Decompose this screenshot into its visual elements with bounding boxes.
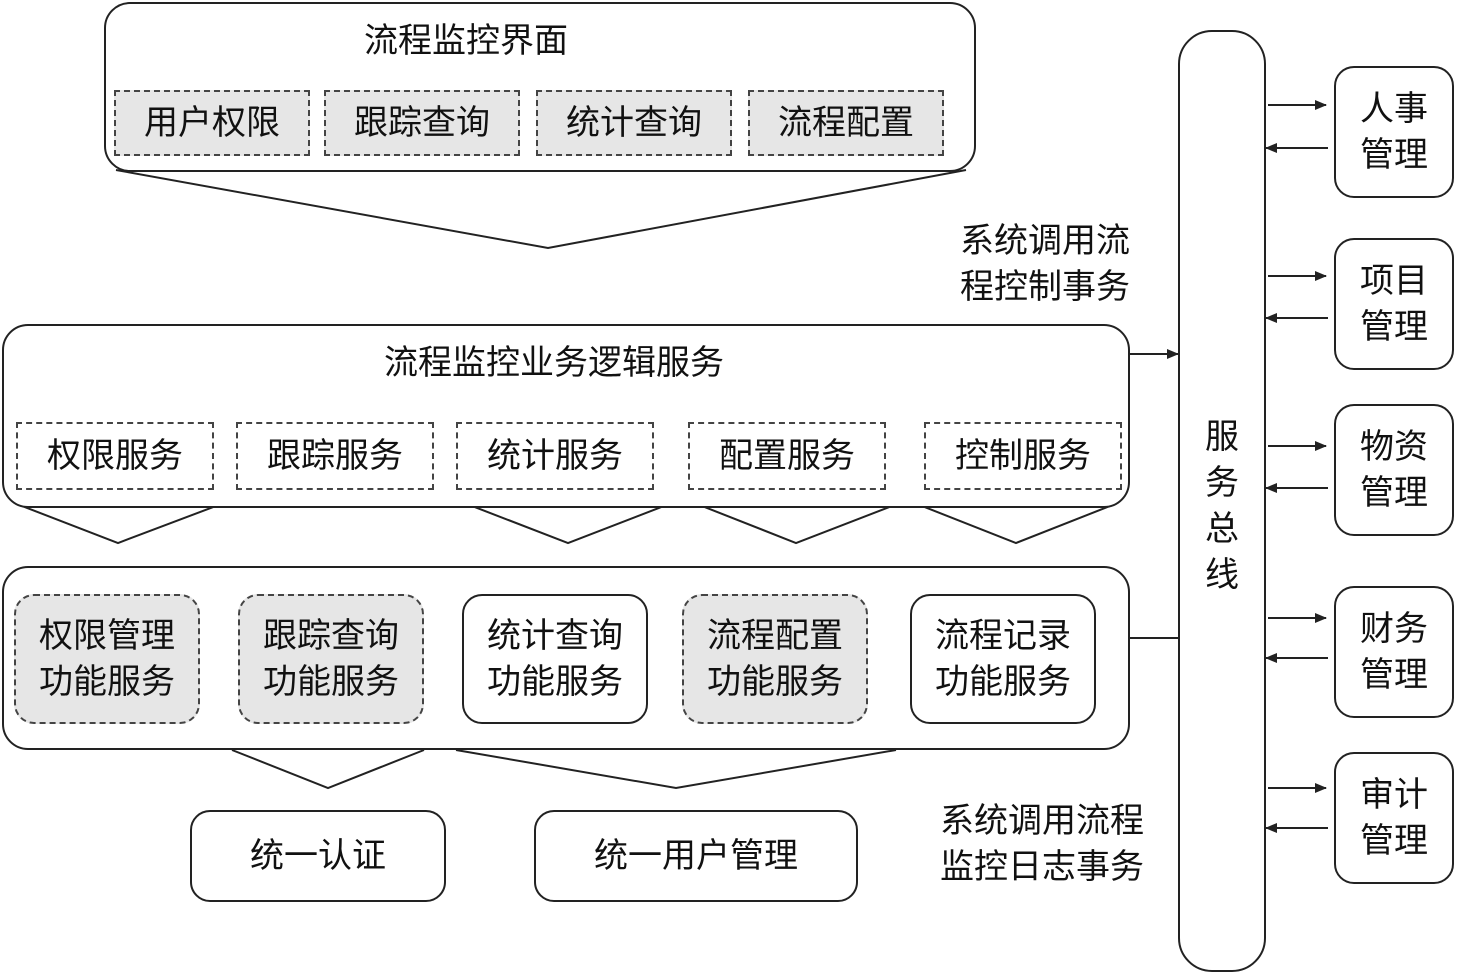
- logic-layer-title: 流程监控业务逻辑服务: [384, 343, 724, 383]
- system-finance: 财务 管理: [1334, 586, 1454, 718]
- system-project: 项目 管理: [1334, 238, 1454, 370]
- funnel-logic-1: [21, 505, 217, 545]
- func-item-tracking-query: 跟踪查询 功能服务: [238, 594, 424, 724]
- logic-item-config: 配置服务: [688, 422, 886, 490]
- funnel-logic-2: [471, 505, 665, 545]
- ui-layer-title: 流程监控界面: [364, 21, 568, 61]
- funnel-logic-3: [701, 505, 893, 545]
- annotation-flow-control: 系统调用流 程控制事务: [960, 221, 1130, 307]
- system-materials: 物资 管理: [1334, 404, 1454, 536]
- system-hr: 人事 管理: [1334, 66, 1454, 198]
- ui-item-process-config: 流程配置: [748, 90, 944, 156]
- funnel-func-1: [231, 749, 425, 790]
- logic-item-statistics: 统计服务: [456, 422, 654, 490]
- logic-item-tracking: 跟踪服务: [236, 422, 434, 490]
- ui-item-tracking-query: 跟踪查询: [324, 90, 520, 156]
- funnel-ui: [115, 169, 967, 250]
- ui-layer: 流程监控界面 用户权限 跟踪查询 统计查询 流程配置: [104, 2, 976, 172]
- func-item-statistics-query: 统计查询 功能服务: [462, 594, 648, 724]
- service-bus: 服 务 总 线: [1178, 30, 1266, 972]
- logic-item-permission: 权限服务: [16, 422, 214, 490]
- annotation-monitor-log: 系统调用流程 监控日志事务: [940, 801, 1144, 887]
- funnel-func-2: [455, 749, 897, 790]
- func-item-permission-mgmt: 权限管理 功能服务: [14, 594, 200, 724]
- base-item-unified-auth: 统一认证: [190, 810, 446, 902]
- funnel-logic-4: [921, 505, 1111, 545]
- logic-layer: 流程监控业务逻辑服务 权限服务 跟踪服务 统计服务 配置服务 控制服务: [2, 324, 1130, 508]
- logic-item-control: 控制服务: [924, 422, 1122, 490]
- function-layer: 权限管理 功能服务 跟踪查询 功能服务 统计查询 功能服务 流程配置 功能服务 …: [2, 566, 1130, 750]
- ui-item-statistics-query: 统计查询: [536, 90, 732, 156]
- func-item-process-config: 流程配置 功能服务: [682, 594, 868, 724]
- base-item-unified-user-mgmt: 统一用户管理: [534, 810, 858, 902]
- service-bus-label: 服 务 总 线: [1205, 417, 1239, 595]
- func-item-process-record: 流程记录 功能服务: [910, 594, 1096, 724]
- ui-item-user-permission: 用户权限: [114, 90, 310, 156]
- system-audit: 审计 管理: [1334, 752, 1454, 884]
